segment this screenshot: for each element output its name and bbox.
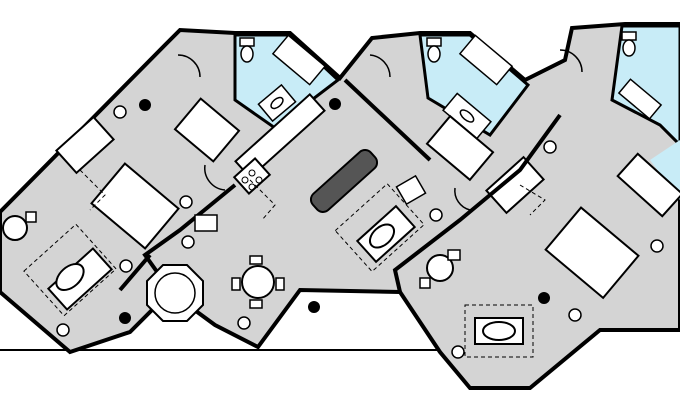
dining-table: [309, 149, 379, 213]
sink-icon: [257, 78, 663, 140]
closet: [54, 97, 680, 218]
bathroom-middle: [418, 33, 531, 137]
bed-icon: [90, 162, 640, 300]
sofa-icon: [46, 204, 524, 345]
table-icon: [2, 215, 454, 299]
toilet-icon: [239, 31, 637, 63]
hot-tub-inner: [154, 272, 196, 314]
column: [119, 98, 550, 324]
stove-icon: [241, 169, 263, 191]
lamp-icon: [56, 105, 664, 359]
chair-icon: [25, 174, 461, 309]
tub-icon: [271, 34, 514, 86]
door-swing: [177, 49, 583, 211]
rug: [23, 169, 546, 358]
